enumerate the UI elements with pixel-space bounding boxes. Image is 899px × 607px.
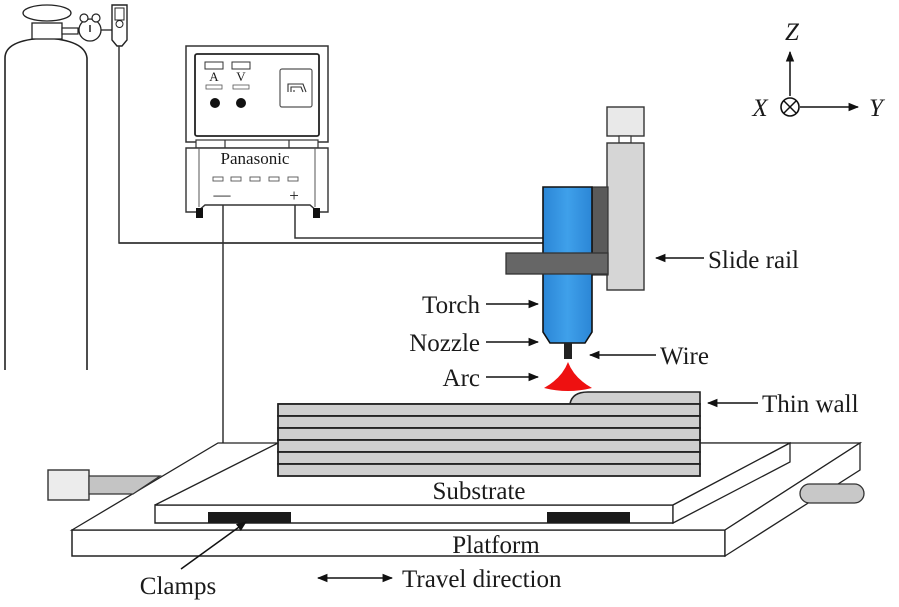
thin-wall-layers — [277, 403, 701, 477]
voltmeter-knob-icon[interactable] — [236, 98, 246, 108]
cylinder-valve — [31, 22, 63, 40]
callouts — [180, 253, 758, 583]
platform-handle[interactable] — [799, 483, 865, 504]
cables — [118, 46, 544, 449]
flowmeter-icon — [111, 4, 128, 47]
gas-hose — [118, 46, 544, 244]
wall-layer — [277, 403, 701, 417]
slide-rail-label: Slide rail — [708, 247, 799, 274]
valve-handwheel — [22, 4, 72, 22]
clamp-right — [547, 512, 630, 523]
y-axis-label: Y — [869, 95, 886, 122]
foot-right — [313, 208, 320, 218]
foot-left — [196, 208, 203, 218]
pressure-regulator-icon — [78, 13, 112, 42]
platform-label: Platform — [452, 532, 540, 559]
clamps-arrow — [180, 521, 247, 570]
voltmeter-label: V — [236, 69, 246, 84]
waveform-switch-icon[interactable] — [279, 68, 313, 108]
wall-layer — [277, 439, 701, 453]
clamp-left — [208, 512, 291, 523]
welding-torch — [505, 186, 609, 391]
x-axis-into-page-icon — [780, 97, 800, 117]
ammeter-knob-icon[interactable] — [210, 98, 220, 108]
arc-plume — [544, 362, 592, 391]
clamps-label: Clamps — [140, 573, 216, 600]
labels: Slide rail Torch Nozzle Wire Arc Thin wa… — [140, 247, 859, 600]
thin-wall-top-layer — [278, 391, 701, 405]
gas-cylinder — [4, 4, 128, 370]
nozzle-label: Nozzle — [409, 330, 480, 357]
travel-direction-label: Travel direction — [402, 566, 562, 593]
torch-label: Torch — [422, 292, 480, 319]
substrate-label: Substrate — [432, 478, 525, 505]
wall-layer — [277, 463, 701, 477]
wire-label: Wire — [660, 343, 709, 370]
thin-wall-label: Thin wall — [762, 391, 859, 418]
arc-label: Arc — [443, 365, 480, 392]
wall-layer — [277, 451, 701, 465]
drive-motor — [47, 469, 90, 501]
negative-terminal: — — [213, 185, 232, 204]
positive-terminal: + — [289, 186, 299, 205]
welding-power-source: A V Panasonic — + — [185, 45, 329, 218]
torch-bracket-arm — [505, 252, 609, 275]
z-axis-label: Z — [785, 19, 800, 46]
coordinate-axes: Z X Y — [751, 19, 886, 122]
thin-wall — [278, 391, 701, 405]
slide-rail — [606, 106, 645, 291]
wire-tip — [564, 343, 572, 359]
positive-cable — [294, 205, 544, 239]
wall-layer — [277, 427, 701, 441]
x-axis-label: X — [751, 95, 769, 122]
ammeter-label: A — [209, 69, 219, 84]
brand-label: Panasonic — [221, 149, 290, 168]
wall-layer — [277, 415, 701, 429]
